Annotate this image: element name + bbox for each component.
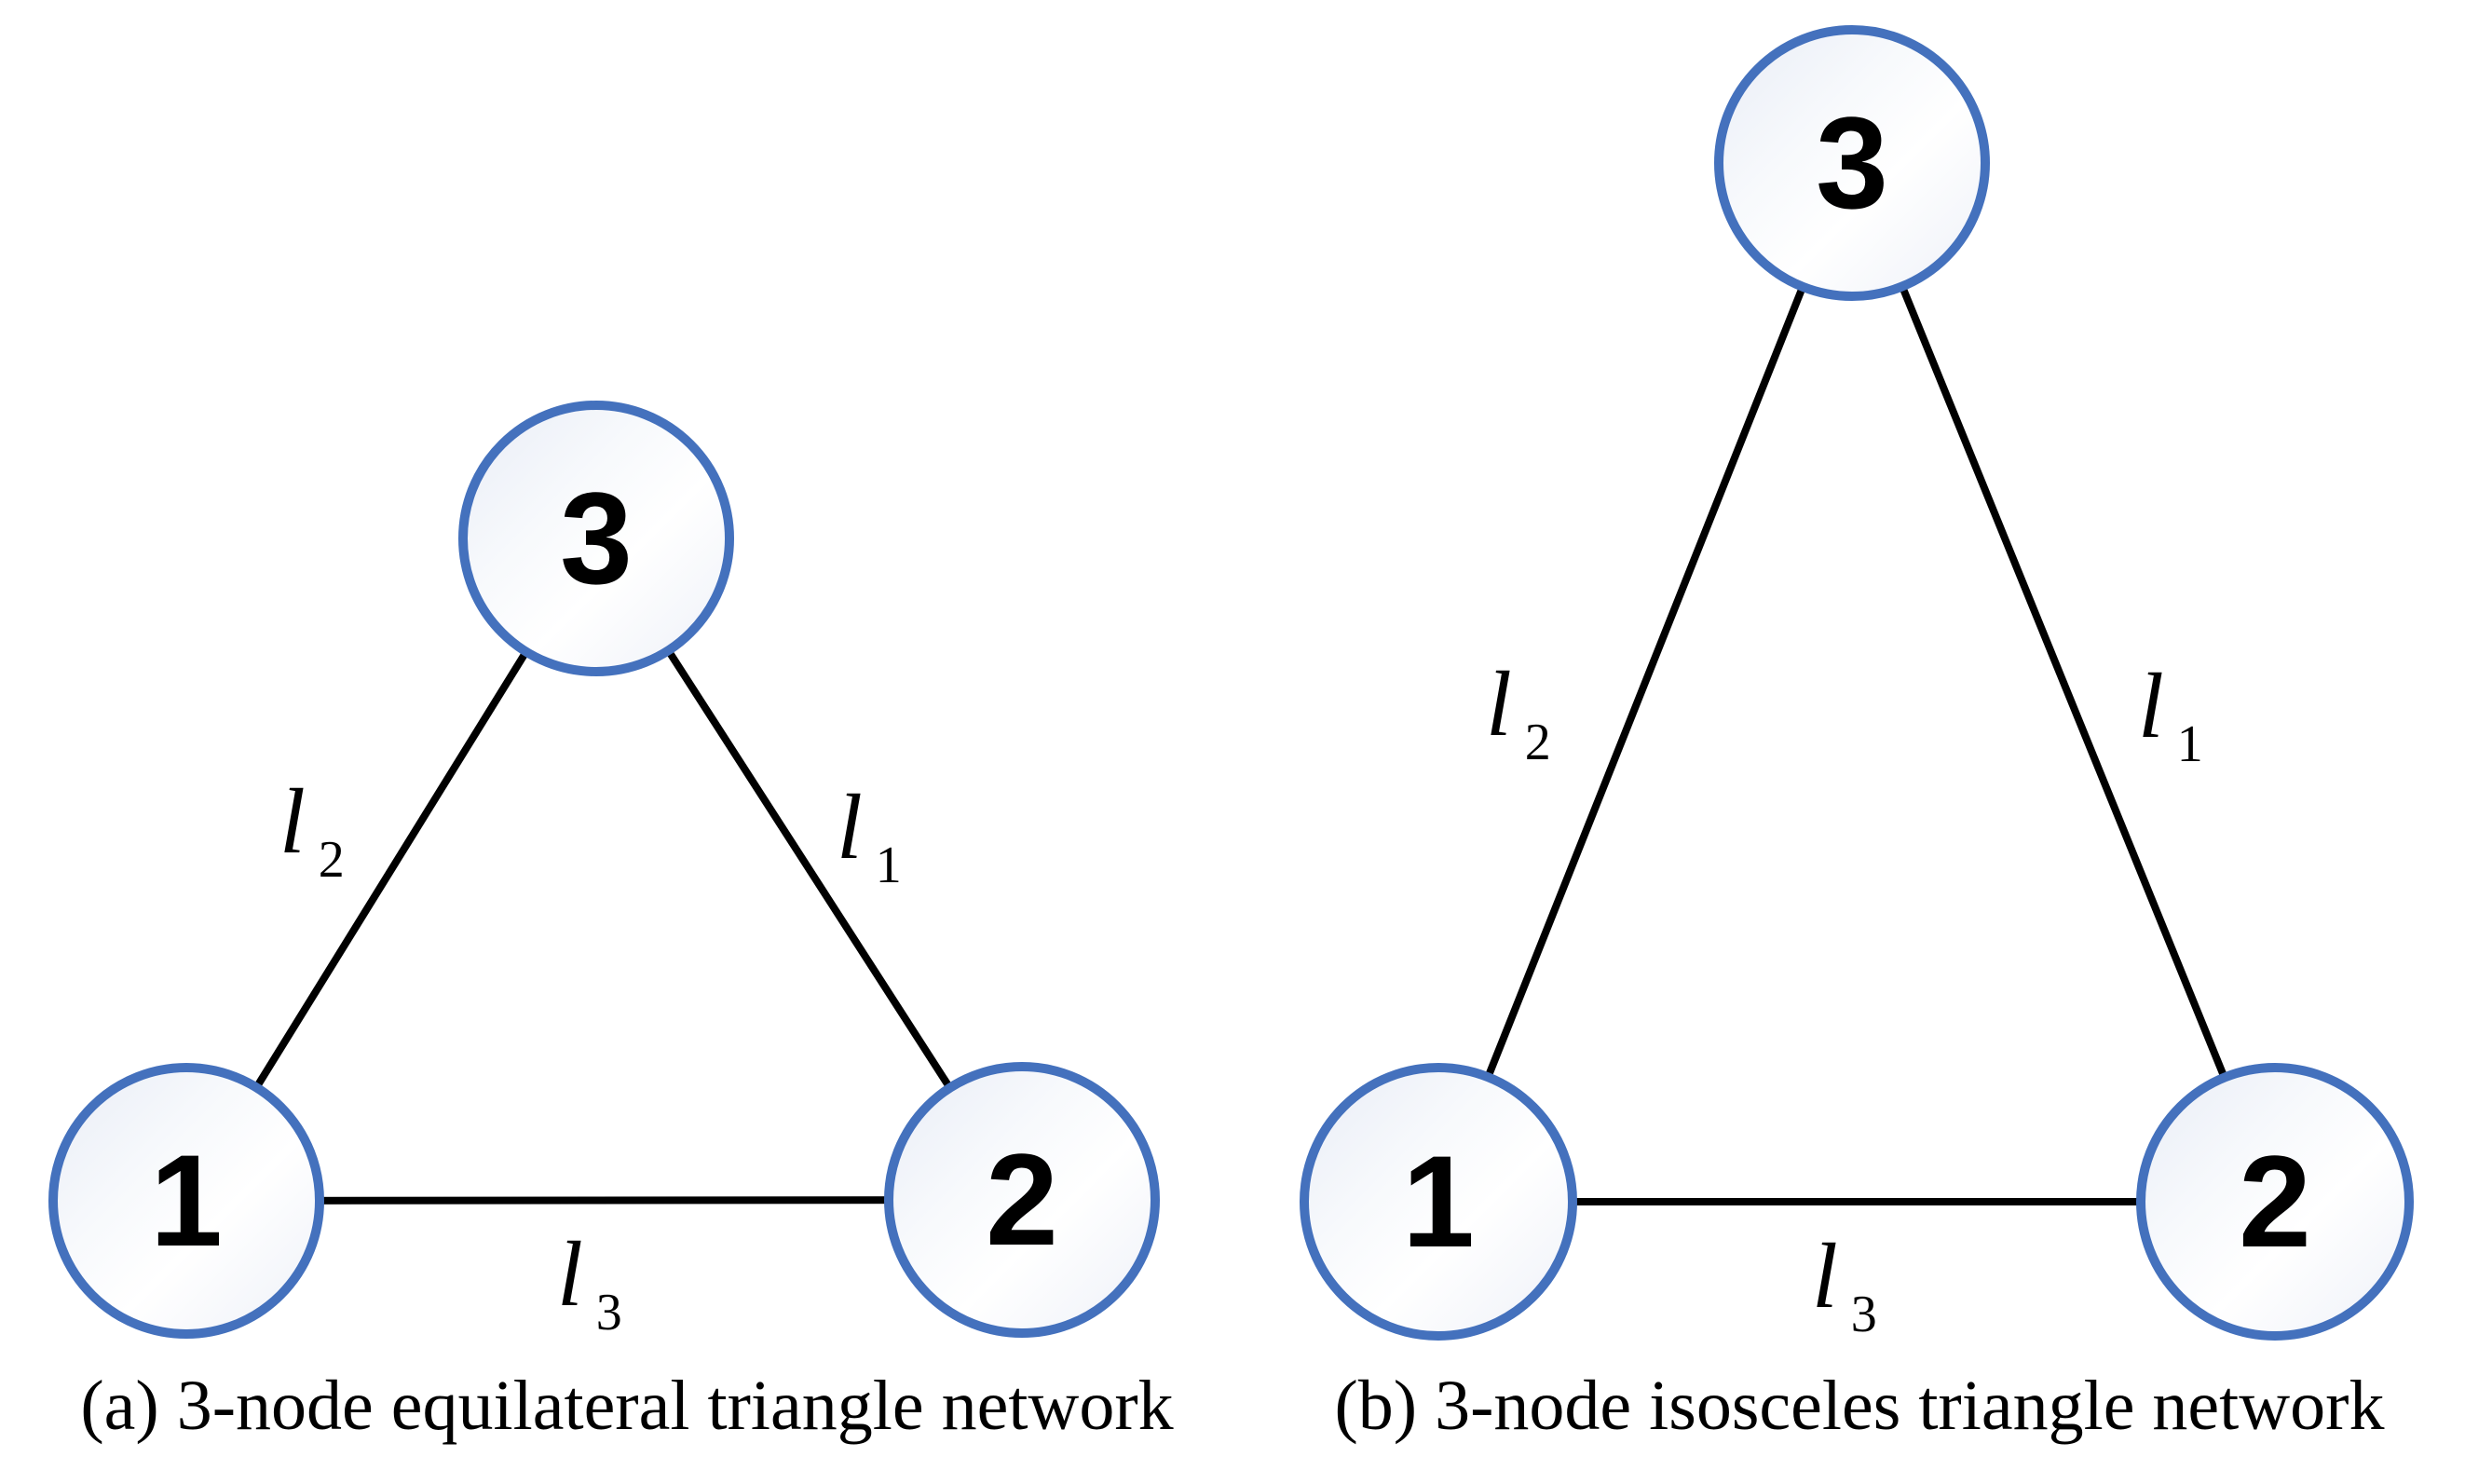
- panel-b-node-3-label: 3: [1816, 89, 1888, 236]
- panel-b-edge-label-l1-base: l: [2138, 654, 2164, 757]
- panel-a-edge-label-l1-base: l: [837, 775, 863, 878]
- panel-a-node-1: 1: [48, 1063, 324, 1339]
- panel-b-node-1-label: 1: [1402, 1128, 1475, 1274]
- panel-a-edge-label-l3-base: l: [557, 1222, 583, 1326]
- panel-a-edge-label-l3-sub: 3: [595, 1284, 622, 1341]
- panel-a-node-1-label: 1: [150, 1127, 223, 1273]
- panel-b-edge-label-l3-sub: 3: [1850, 1286, 1877, 1343]
- panel-a-edge-label-l1-sub: 1: [875, 837, 902, 894]
- panel-b-edge-label-l1-sub: 1: [2176, 715, 2203, 773]
- panel-a-node-3: 3: [458, 401, 734, 676]
- panel-b-node-1: 1: [1300, 1063, 1577, 1341]
- panel-a-edge-label-l2-sub: 2: [318, 831, 345, 889]
- panel-a-node-2-label: 2: [986, 1126, 1058, 1273]
- panel-b-edge-label-l3-base: l: [1812, 1224, 1838, 1327]
- panel-b-edge-label-l2-sub: 2: [1524, 714, 1551, 771]
- panel-a-caption: (a) 3-node equilateral triangle network: [80, 1367, 1174, 1445]
- panel-b-node-3: 3: [1714, 25, 1990, 301]
- panel-b-node-2-label: 2: [2239, 1128, 2311, 1274]
- panel-b-caption: (b) 3-node isosceles triangle network: [1334, 1367, 2385, 1445]
- panel-a-edge-label-l2-base: l: [279, 769, 306, 873]
- panel-b-node-2: 2: [2136, 1063, 2414, 1341]
- panel-a-node-3-label: 3: [560, 465, 633, 611]
- panel-a-node-2: 2: [884, 1062, 1160, 1338]
- panel-b-edge-label-l2-base: l: [1486, 652, 1512, 756]
